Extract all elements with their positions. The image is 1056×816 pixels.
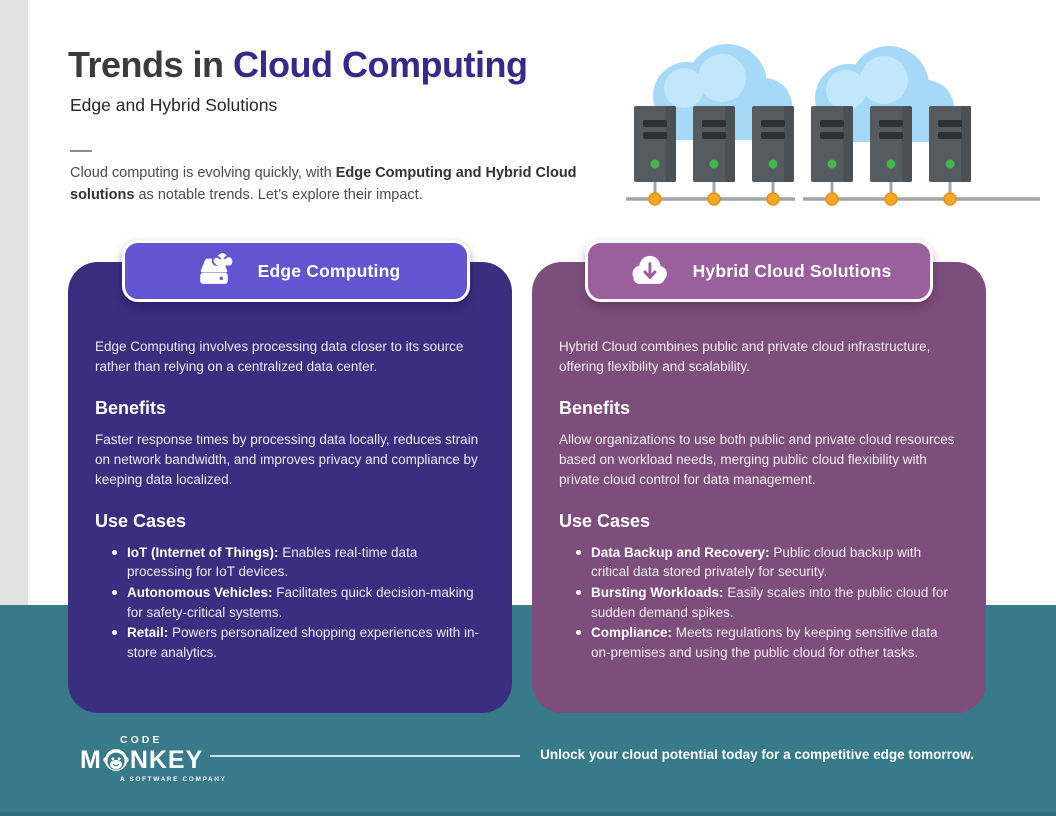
use-case-item: Compliance: Meets regulations by keeping…: [576, 623, 959, 662]
network-node-dots: [648, 192, 957, 206]
use-cases-heading: Use Cases: [95, 510, 187, 531]
edge-card-header: Edge Computing: [122, 240, 470, 302]
benefits-heading: Benefits: [95, 397, 167, 418]
bullet-dot: [112, 549, 117, 555]
use-case-list: IoT (Internet of Things): Enables real-t…: [95, 543, 485, 662]
footer-message: Unlock your cloud potential today for a …: [540, 747, 974, 762]
benefits-text: Allow organizations to use both public a…: [559, 431, 955, 487]
card-intro: Hybrid Cloud combines public and private…: [559, 339, 931, 374]
monkey-face-icon: [103, 749, 129, 771]
bullet-dot: [112, 630, 117, 636]
intro-paragraph: Cloud computing is evolving quickly, wit…: [70, 165, 577, 203]
title-accent: Cloud Computing: [233, 44, 528, 85]
bullet-dot: [576, 630, 581, 636]
card-title: Hybrid Cloud Solutions: [692, 260, 892, 281]
hybrid-cloud-card: Hybrid Cloud combines public and private…: [532, 262, 986, 713]
code-monkey-logo: CODE M NKEY A SOFTWARE COMPANY: [80, 734, 226, 783]
footer-divider: [210, 755, 520, 757]
benefits-heading: Benefits: [559, 397, 631, 418]
benefits-text: Faster response times by processing data…: [95, 431, 479, 487]
card-intro: Edge Computing involves processing data …: [95, 339, 464, 374]
use-case-item: Autonomous Vehicles: Facilitates quick d…: [112, 583, 485, 622]
page-title: Trends in Cloud Computing: [68, 44, 528, 85]
use-case-list: Data Backup and Recovery: Public cloud b…: [559, 543, 959, 662]
cloud-download-icon: [632, 255, 667, 284]
logo-line-code: CODE: [120, 734, 163, 746]
use-case-item: Retail: Powers personalized shopping exp…: [112, 623, 485, 662]
bullet-dot: [112, 589, 117, 595]
use-cases-heading: Use Cases: [559, 510, 651, 531]
hybrid-card-header: Hybrid Cloud Solutions: [585, 240, 933, 302]
bullet-dot: [576, 589, 581, 595]
bullet-dot: [576, 549, 581, 555]
edge-computing-card: Edge Computing involves processing data …: [68, 262, 512, 713]
use-case-item: Data Backup and Recovery: Public cloud b…: [576, 543, 959, 582]
use-case-item: Bursting Workloads: Easily scales into t…: [576, 583, 959, 622]
logo-line-monkey: M NKEY: [80, 745, 204, 774]
logo-tagline: A SOFTWARE COMPANY: [120, 776, 227, 783]
page-subtitle: Edge and Hybrid Solutions: [70, 95, 278, 115]
left-margin-strip: [0, 0, 28, 607]
cloud-server-network-illustration: [612, 36, 1052, 216]
use-case-item: IoT (Internet of Things): Enables real-t…: [112, 543, 485, 582]
bottom-edge-strip: [0, 812, 1056, 816]
card-title: Edge Computing: [257, 260, 401, 281]
edge-server-cloud-icon: [199, 251, 234, 284]
header-divider: [70, 150, 92, 152]
